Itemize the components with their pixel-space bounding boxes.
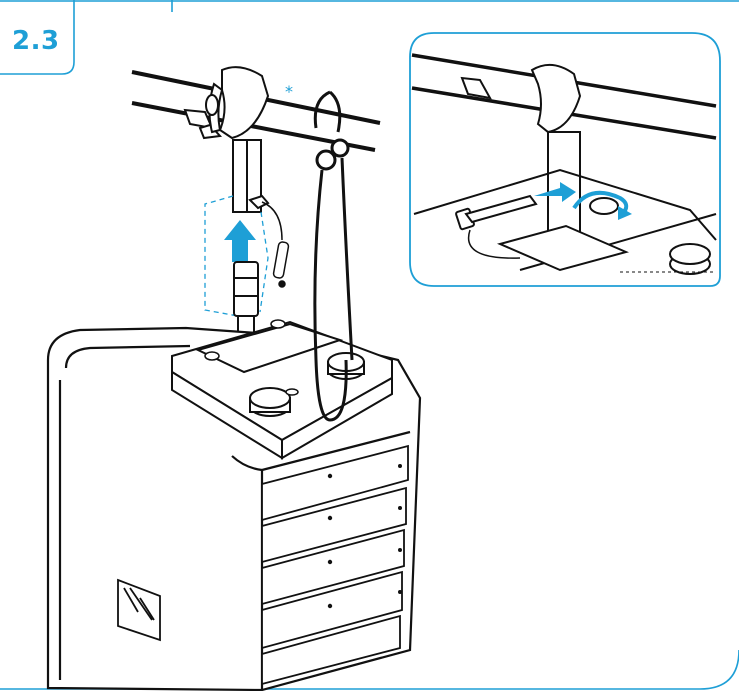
alignment-guides: [204, 195, 269, 317]
safety-pin: [261, 201, 290, 288]
safety-cable: [313, 90, 354, 422]
pipe-clamp: [183, 66, 270, 140]
detail-inset: [409, 32, 721, 287]
lift-arrow: [224, 220, 256, 262]
sennheiser-logo-icon: [117, 578, 161, 642]
knob-front: [249, 387, 291, 417]
plate-bolts: [204, 319, 299, 396]
panel-screws: [327, 464, 402, 609]
front-panels: [261, 444, 409, 686]
hanging-bracket: [232, 139, 270, 213]
step-number: 2.3: [12, 26, 60, 56]
callout-marker: *: [285, 82, 293, 101]
